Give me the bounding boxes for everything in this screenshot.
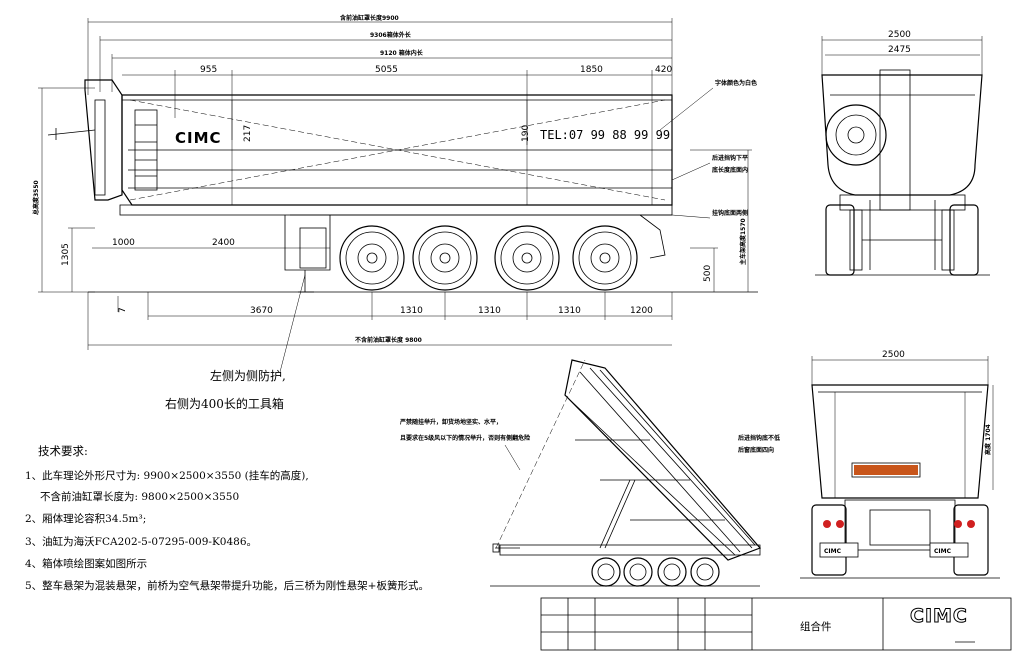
front-width-inner: 2475: [888, 45, 911, 55]
dim-bottom-2: 1310: [478, 306, 501, 316]
side-view: 含前油缸罩长度9900 9306箱体外长 9120 箱体内长 955 5055 …: [32, 14, 758, 373]
dim-217: 217: [243, 125, 253, 142]
tech-req-item-3: 3、油缸为海沃FCA202-5-07295-009-K0486。: [25, 535, 257, 548]
dim-small-7: 7: [118, 307, 128, 313]
side-tel: TEL:07 99 88 99 99: [540, 128, 670, 142]
tech-req-item-1: 不含前油缸罩长度为: 9800×2500×3550: [40, 490, 239, 503]
dim-top-2: 1850: [580, 65, 603, 75]
rear-logo-left: CIMC: [824, 548, 842, 555]
dim-front-0: 1000: [112, 238, 135, 248]
note-toolbox: 右侧为400长的工具箱: [165, 396, 284, 411]
front-view: 2500 2475: [815, 30, 990, 276]
rear-width: 2500: [882, 350, 905, 360]
tipping-note-2: 且要求在5级风以下的情况举升，否则有侧翻危险: [400, 434, 531, 442]
callout-font-color: 字体颜色为白色: [715, 79, 757, 87]
dim-bottom-3: 1310: [558, 306, 581, 316]
rear-view: 2500 高度 1704 后进挡钩底不低 后窗底面四向 CIMC CIMC: [738, 350, 1000, 579]
side-logo: CIMC: [175, 129, 222, 147]
dim-overall-length: 含前油缸罩长度9900: [340, 14, 399, 22]
tipping-wheels: [591, 557, 720, 587]
dim-box-inner: 9120 箱体内长: [380, 49, 424, 57]
rear-callout-2: 后窗底面四向: [738, 446, 774, 454]
tech-req-item-2: 2、厢体理论容积34.5m³;: [25, 512, 146, 525]
front-width-outer: 2500: [888, 30, 911, 40]
rear-logo-right: CIMC: [934, 548, 952, 555]
dim-left-low: 1305: [61, 243, 71, 266]
dim-bottom-1: 1310: [400, 306, 423, 316]
tech-req-title: 技术要求:: [38, 444, 88, 458]
tech-req-item-4: 4、箱体喷绘图案如图所示: [25, 557, 147, 570]
callout-rear-1: 后进挡钩下平: [712, 154, 748, 162]
callout-ground: 挂钩底面两侧: [712, 209, 748, 217]
dim-under-500: 500: [703, 265, 713, 282]
title-block: 组合件 CIMC: [540, 597, 1012, 651]
dim-box-outer: 9306箱体外长: [370, 31, 412, 39]
side-wheels: [339, 225, 638, 291]
title-block-logo: CIMC: [910, 605, 968, 627]
note-side-protect: 左侧为侧防护,: [210, 368, 286, 383]
dim-front-1: 2400: [212, 238, 235, 248]
dim-length-no-cylinder: 不含前油缸罩长度 9800: [355, 336, 422, 344]
dim-top-1: 5055: [375, 65, 398, 75]
tipping-view: 严禁随挂举升，卸货场地坚实、水平， 且要求在5级风以下的情况举升，否则有侧翻危险: [399, 359, 762, 587]
tech-requirements: 技术要求: 1、此车理论外形尺寸为: 9900×2500×3550 (挂车的高度…: [25, 444, 429, 592]
callout-rear-2: 底长度底面内: [712, 166, 748, 174]
rear-height: 高度 1704: [984, 424, 992, 455]
rear-callout-1: 后进挡钩底不低: [738, 434, 780, 442]
dim-top-0: 955: [200, 65, 217, 75]
dim-total-height: 总高度3550: [32, 180, 40, 215]
tech-req-item-0: 1、此车理论外形尺寸为: 9900×2500×3550 (挂车的高度),: [25, 469, 309, 482]
dim-bottom-0: 3670: [250, 306, 273, 316]
dim-top-3: 420: [655, 65, 672, 75]
dim-frame-height: 主车架高度1570: [739, 218, 747, 265]
tech-req-item-5: 5、整车悬架为混装悬架，前桥为空气悬架带提升功能，后三桥为刚性悬架+板簧形式。: [25, 579, 429, 592]
tipping-note-1: 严禁随挂举升，卸货场地坚实、水平，: [399, 418, 502, 426]
title-block-label: 组合件: [800, 620, 832, 633]
dim-bottom-4: 1200: [630, 306, 653, 316]
dim-190: 190: [521, 125, 531, 142]
